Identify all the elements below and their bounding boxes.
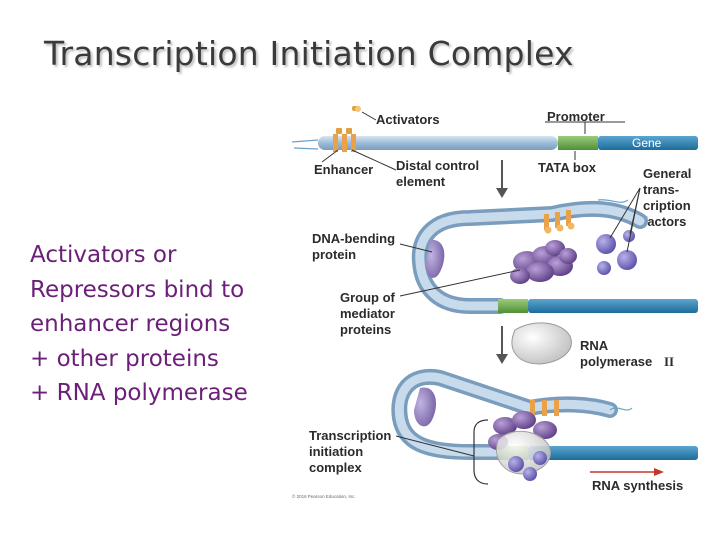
enhancer-label: Enhancer (314, 162, 373, 177)
copyright-text: © 2016 Pearson Education, Inc. (292, 493, 356, 499)
distal-control-label-1: Distal control (396, 158, 479, 173)
distal-control-label-2: element (396, 174, 446, 189)
dna-strand-top: Gene (291, 136, 698, 150)
bullet-line: + RNA polymerase (30, 380, 248, 406)
gtf-label-2: trans- (643, 182, 679, 197)
bullet-line: + other proteins (30, 345, 219, 372)
rna-pol-label-1: RNA (580, 338, 609, 353)
gtf-label-1: General (643, 166, 691, 181)
general-transcription-factors (596, 230, 637, 275)
rna-pol-label-3: II (664, 354, 674, 369)
tic-label-1: Transcription (309, 428, 391, 443)
bullet-line: Repressors bind to (30, 276, 245, 303)
complex-bracket (473, 419, 489, 485)
dna-bending-label-2: protein (312, 247, 356, 262)
activator-protein (336, 106, 361, 134)
dna-loop-bottom (391, 368, 698, 460)
enhancer-region (333, 134, 356, 152)
gene-region (598, 136, 698, 150)
dna-bending-protein (425, 239, 445, 278)
activator-protein (530, 400, 559, 416)
bullet-line: Activators or (30, 242, 177, 268)
tata-box-label: TATA box (538, 160, 597, 175)
dna-bending-label-1: DNA-bending (312, 231, 395, 246)
rna-synthesis-arrow-icon (590, 468, 664, 476)
promoter-label: Promoter (547, 109, 605, 124)
mediator-proteins (488, 411, 557, 450)
slide-body-text: Activators or Repressors bind to enhance… (30, 238, 300, 411)
tic-label-2: initiation (309, 444, 363, 459)
bullet-line: enhancer regions (30, 311, 231, 337)
mediator-label-3: proteins (340, 322, 391, 337)
rna-pol-label-2: polymerase (580, 354, 652, 369)
down-arrow-icon (496, 160, 508, 198)
dna-bending-protein (414, 387, 436, 427)
dna-loop-middle (411, 199, 698, 314)
tic-label-3: complex (309, 460, 363, 475)
gtf-label-3: cription (643, 198, 691, 213)
down-arrow-icon (496, 326, 508, 364)
activator-protein (544, 210, 575, 234)
mediator-label-1: Group of (340, 290, 396, 305)
gtf-label-4: factors (643, 214, 686, 229)
tata-box-region (558, 136, 598, 150)
rna-polymerase-ii (511, 322, 572, 365)
gene-label: Gene (632, 136, 662, 150)
general-transcription-factors (508, 451, 547, 481)
slide-title: Transcription Initiation Complex (44, 34, 574, 73)
mediator-proteins (510, 240, 577, 284)
rna-synthesis-label: RNA synthesis (592, 478, 683, 493)
mediator-label-2: mediator (340, 306, 395, 321)
activators-label: Activators (376, 112, 440, 127)
